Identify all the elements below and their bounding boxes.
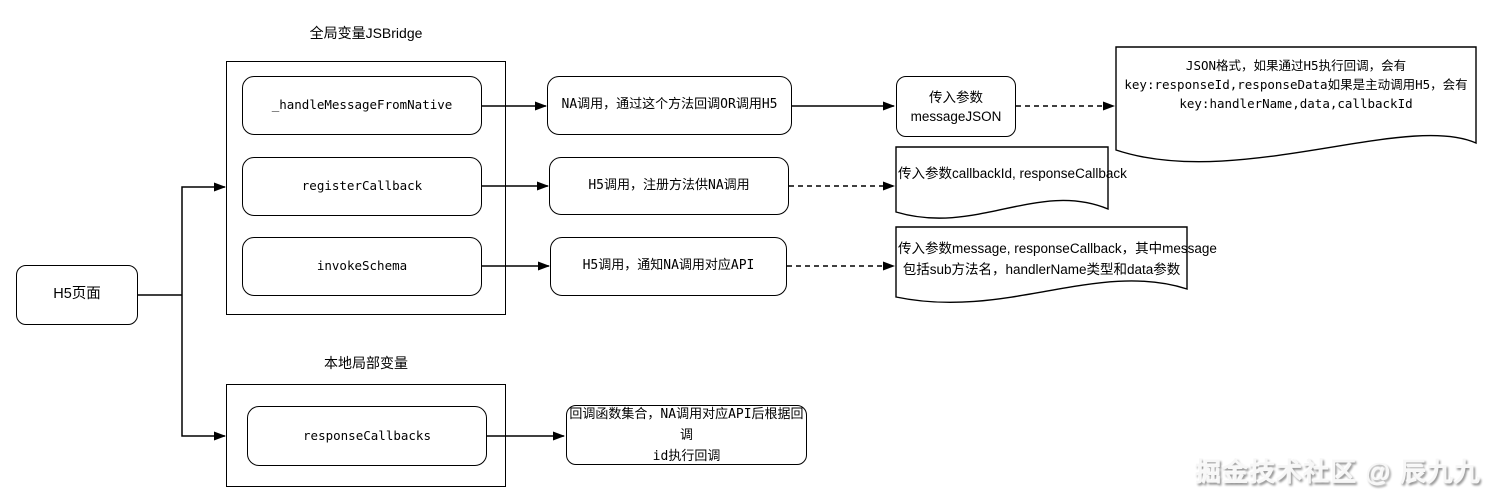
node-handle-message-from-native: _handleMessageFromNative xyxy=(242,76,482,135)
doc-invoke-params-text: 传入参数message, responseCallback，其中message … xyxy=(898,238,1217,280)
doc-invoke-params-line2: 包括sub方法名，handlerName类型和data参数 xyxy=(902,262,1181,277)
doc-json-format-line1: JSON格式，如果通过H5执行回调，会有 xyxy=(1185,58,1407,73)
edge-h5-to-global xyxy=(181,182,226,295)
node-h5-page: H5页面 xyxy=(16,265,138,325)
node-desc-response-callbacks-line2: id执行回调 xyxy=(652,448,721,464)
doc-shape-invoke-params xyxy=(895,226,1188,304)
node-param-message-json-line2: messageJSON xyxy=(910,108,1002,124)
node-desc-invoke-schema: H5调用，通知NA调用对应API xyxy=(550,237,787,296)
doc-shape-register-params xyxy=(895,146,1109,219)
node-desc-invoke-label: H5调用，通知NA调用对应API xyxy=(582,258,755,274)
node-register-callback-label: registerCallback xyxy=(301,178,423,194)
node-response-callbacks-label: responseCallbacks xyxy=(303,427,431,443)
doc-json-format-text: JSON格式，如果通过H5执行回调，会有 key:responseId,resp… xyxy=(1118,56,1474,113)
node-desc-response-callbacks-line1: 回调函数集合，NA调用对应API后根据回调 xyxy=(569,406,804,443)
doc-invoke-params-line1: 传入参数message, responseCallback，其中message xyxy=(898,241,1217,256)
node-desc-register-callback: H5调用，注册方法供NA调用 xyxy=(549,157,789,215)
watermark-text: 掘金技术社区 @ 辰九九 xyxy=(1195,457,1481,487)
group-container-local-vars xyxy=(226,384,506,487)
node-desc-response-callbacks: 回调函数集合，NA调用对应API后根据回调 id执行回调 xyxy=(566,405,807,465)
doc-json-format-line3: key:handlerName,data,callbackId xyxy=(1179,96,1413,111)
node-invoke-schema-label: invokeSchema xyxy=(316,258,408,274)
doc-shape-json-format xyxy=(1115,46,1477,163)
node-handle-message-label: _handleMessageFromNative xyxy=(271,97,453,113)
group-container-global-jsbridge xyxy=(226,61,506,315)
edge-h5-to-local xyxy=(181,295,226,441)
doc-json-format-line2: key:responseId,responseData如果是主动调用H5，会有 xyxy=(1124,77,1468,92)
node-param-message-json: 传入参数 messageJSON xyxy=(896,76,1016,137)
group-label-global-jsbridge: 全局变量JSBridge xyxy=(309,25,423,41)
node-response-callbacks: responseCallbacks xyxy=(247,406,487,466)
doc-register-params-line1: 传入参数callbackId, responseCallback xyxy=(898,166,1127,181)
group-label-local-vars: 本地局部变量 xyxy=(324,355,408,371)
node-desc-handle-label: NA调用，通过这个方法回调OR调用H5 xyxy=(561,97,778,113)
node-desc-register-label: H5调用，注册方法供NA调用 xyxy=(588,177,750,193)
node-desc-handle-message: NA调用，通过这个方法回调OR调用H5 xyxy=(547,76,792,135)
doc-register-params-text: 传入参数callbackId, responseCallback xyxy=(898,166,1127,182)
node-invoke-schema: invokeSchema xyxy=(242,237,482,296)
node-param-message-json-line1: 传入参数 xyxy=(929,89,983,105)
node-register-callback: registerCallback xyxy=(242,157,482,216)
node-h5-page-label: H5页面 xyxy=(53,286,101,303)
